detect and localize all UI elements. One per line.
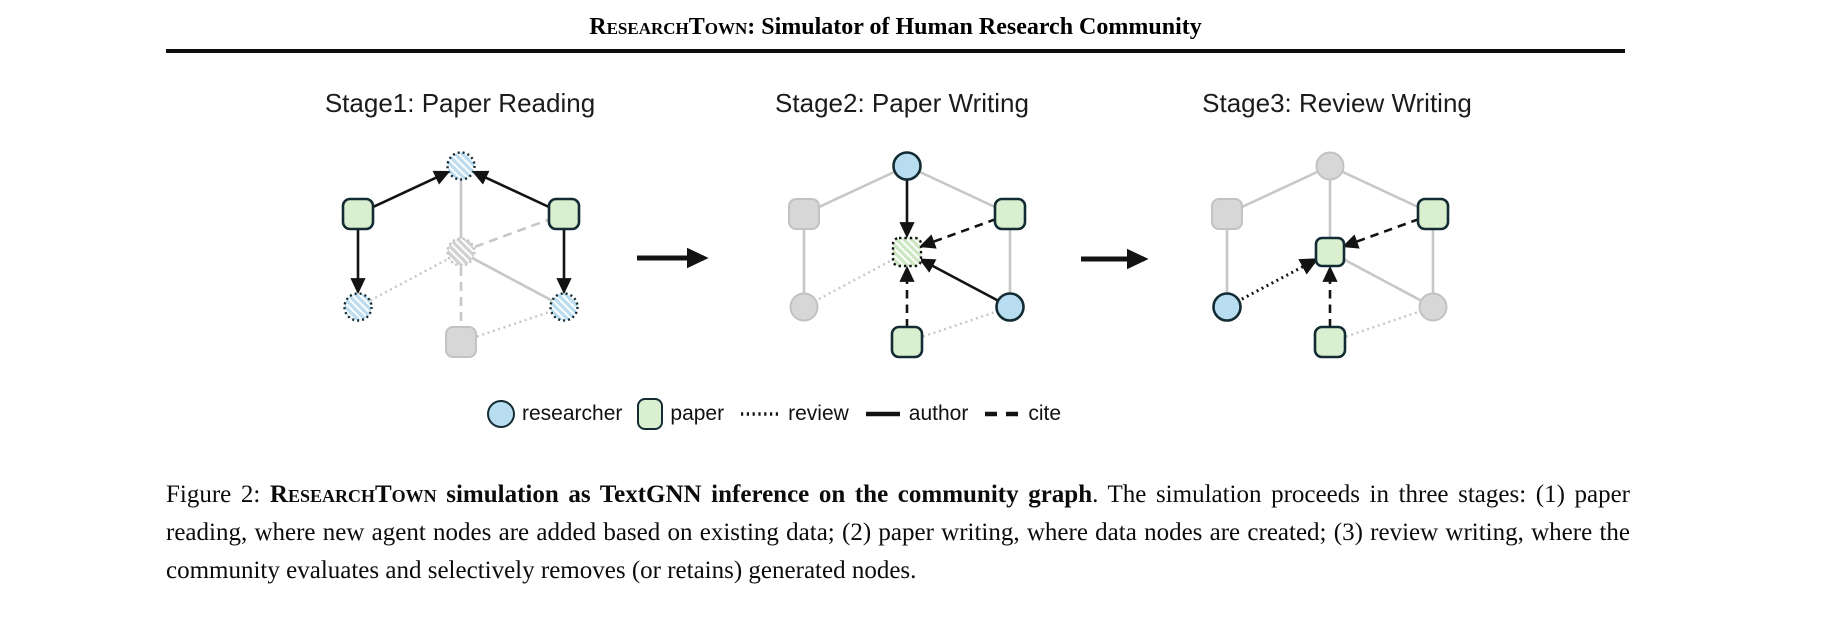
faded-paper-node xyxy=(788,198,820,230)
new-researcher-node xyxy=(549,292,579,322)
stage2-graph xyxy=(788,151,1027,359)
paper-node xyxy=(1416,197,1450,231)
researcher-node xyxy=(892,151,922,181)
header-subtitle: Simulator of Human Research Community xyxy=(755,14,1202,40)
author-edge-faded xyxy=(460,250,565,309)
stage2-title: Stage2: Paper Writing xyxy=(775,88,1029,118)
review-edge-faded xyxy=(1329,305,1434,344)
legend-label-author: author xyxy=(908,402,969,425)
caption-body: . The simulation proceeds in three stage… xyxy=(166,481,1631,584)
stage-transition-arrow-icon xyxy=(1081,248,1149,270)
faded-paper-node xyxy=(1211,198,1243,230)
review-edge-swatch xyxy=(741,412,780,416)
stage1-title: Stage1: Paper Reading xyxy=(324,88,596,118)
review-edge-faded xyxy=(906,305,1011,344)
new-paper-node xyxy=(891,236,923,268)
review-arrow xyxy=(1226,258,1319,309)
retained-paper-node xyxy=(1314,236,1346,268)
faded-new-researcher-node xyxy=(446,237,476,267)
researcher-node xyxy=(1212,292,1242,322)
cite-edge-swatch xyxy=(985,411,1022,417)
figure-caption: Figure 2: ResearchTown simulation as Tex… xyxy=(166,476,1630,590)
header-rule xyxy=(166,49,1625,53)
legend-label-researcher: researcher xyxy=(522,402,623,425)
caption-bold-title: simulation as TextGNN inference on the c… xyxy=(436,481,1093,508)
paper-node xyxy=(341,197,375,231)
paper-header-title: ResearchTown: Simulator of Human Researc… xyxy=(166,14,1625,41)
faded-researcher-node xyxy=(789,292,819,322)
new-researcher-node xyxy=(343,292,373,322)
graph-edge xyxy=(803,164,908,216)
paper-node-swatch xyxy=(637,398,664,430)
legend-label-paper: paper xyxy=(670,402,725,425)
caption-brand: ResearchTown xyxy=(269,481,437,508)
author-arrow xyxy=(918,258,1011,309)
graph-edge xyxy=(906,164,1011,216)
author-edge-swatch xyxy=(865,411,900,417)
legend-label-cite: cite xyxy=(1028,402,1062,425)
paper-node xyxy=(547,197,581,231)
paper-node xyxy=(1313,325,1347,359)
stage-transition-arrow-icon xyxy=(637,247,709,269)
legend-label-review: review xyxy=(788,402,849,425)
brand-name: ResearchTown: xyxy=(589,14,756,40)
review-edge-faded xyxy=(460,305,565,344)
faded-researcher-node xyxy=(1315,151,1345,181)
paper-node xyxy=(993,197,1027,231)
graph-edge xyxy=(1226,164,1331,216)
graph-edge xyxy=(1329,164,1434,216)
author-edge-faded xyxy=(1329,250,1434,309)
researcher-node xyxy=(995,292,1025,322)
new-researcher-node xyxy=(446,151,476,181)
researcher-node-swatch xyxy=(487,400,515,428)
legend: researcher paper review author cite xyxy=(487,398,1076,430)
faded-paper-node xyxy=(445,326,477,358)
stage3-title: Stage3: Review Writing xyxy=(1202,88,1472,118)
review-edge-faded xyxy=(803,250,908,309)
paper-node xyxy=(890,325,924,359)
cite-edge-faded xyxy=(460,212,565,254)
stage3-graph xyxy=(1211,151,1450,359)
review-edge-faded xyxy=(357,250,462,309)
stage1-graph xyxy=(341,151,581,358)
faded-researcher-node xyxy=(1418,292,1448,322)
caption-prefix: Figure 2: xyxy=(166,481,270,508)
